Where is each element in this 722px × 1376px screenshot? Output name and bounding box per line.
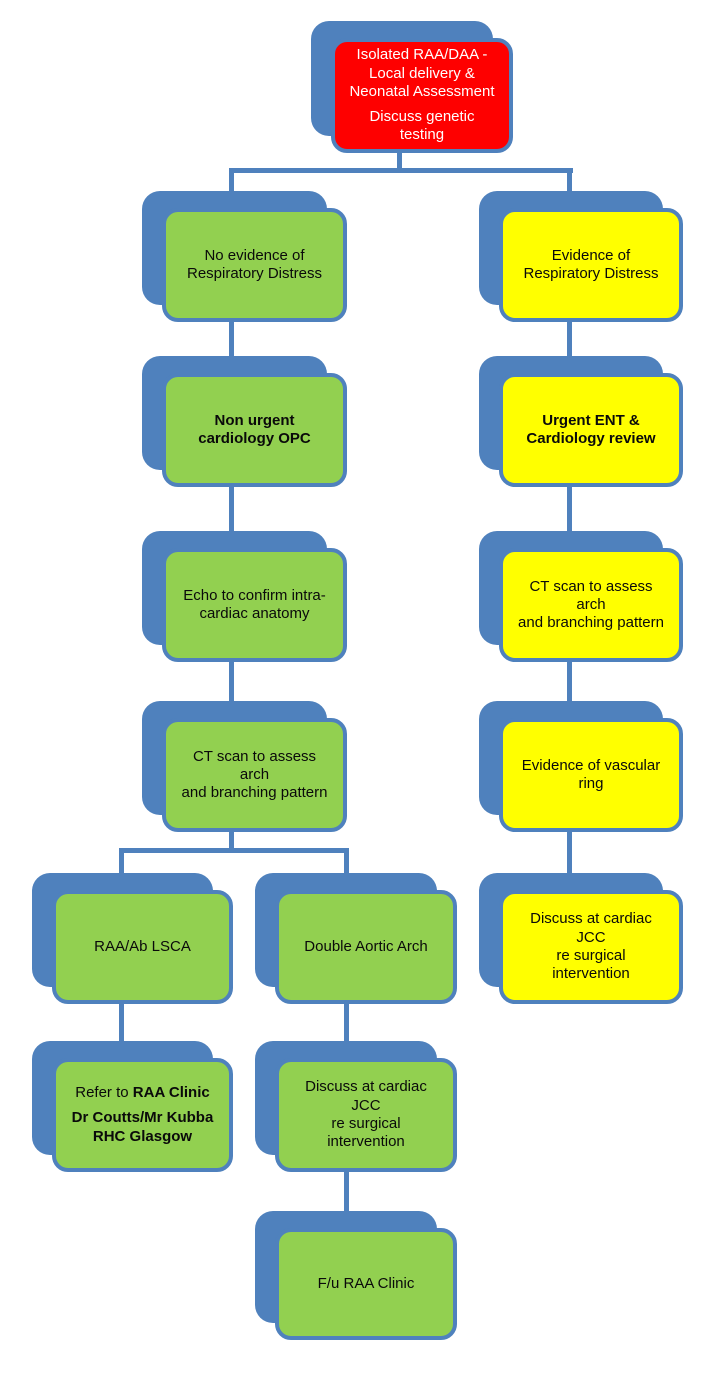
connector-ct-split-horizontal	[119, 848, 349, 853]
node-face: Evidence of Respiratory Distress	[499, 208, 683, 322]
connector-root-split-horizontal	[230, 168, 573, 173]
node-face: No evidence of Respiratory Distress	[162, 208, 347, 322]
node-no-evidence-respiratory-distress: No evidence of Respiratory Distress	[142, 191, 347, 322]
node-label: Urgent ENT & Cardiology review	[526, 411, 656, 447]
node-label: Double Aortic Arch	[304, 937, 428, 955]
node-face: CT scan to assess arch and branching pat…	[162, 718, 347, 832]
node-label: Evidence of Respiratory Distress	[523, 246, 659, 282]
node-refer-raa-clinic: Refer to RAA Clinic Dr Coutts/Mr Kubba R…	[32, 1041, 233, 1172]
connector-root-to-right	[567, 168, 572, 194]
node-label: No evidence of Respiratory Distress	[186, 246, 323, 282]
connector-right-4-5	[567, 830, 572, 876]
node-label: CT scan to assess arch and branching pat…	[518, 577, 664, 632]
node-echo-confirm-intracardiac: Echo to confirm intra- cardiac anatomy	[142, 531, 347, 662]
node-isolated-raa-daa: Isolated RAA/DAA - Local delivery & Neon…	[311, 21, 513, 153]
node-face: Discuss at cardiac JCC re surgical inter…	[499, 890, 683, 1004]
node-label: Non urgent cardiology OPC	[198, 411, 311, 447]
node-label: Echo to confirm intra- cardiac anatomy	[183, 586, 326, 622]
node-ct-scan-right: CT scan to assess arch and branching pat…	[479, 531, 683, 662]
connector-root-to-left	[229, 168, 234, 194]
node-discuss-cardiac-jcc-middle: Discuss at cardiac JCC re surgical inter…	[255, 1041, 457, 1172]
node-face: CT scan to assess arch and branching pat…	[499, 548, 683, 662]
connector-left-2-3	[229, 485, 234, 534]
node-face: Discuss at cardiac JCC re surgical inter…	[275, 1058, 457, 1172]
connector-ct-to-daa	[344, 848, 349, 876]
node-face: F/u RAA Clinic	[275, 1228, 457, 1340]
node-face: RAA/Ab LSCA	[52, 890, 233, 1004]
node-face: Double Aortic Arch	[275, 890, 457, 1004]
connector-right-1-2	[567, 320, 572, 360]
node-label: Discuss at cardiac JCC re surgical inter…	[305, 1078, 427, 1151]
node-sublabel: Dr Coutts/Mr Kubba RHC Glasgow	[71, 1109, 214, 1145]
connector-lsca-refer	[119, 1002, 124, 1044]
node-face: Urgent ENT & Cardiology review	[499, 373, 683, 487]
node-evidence-respiratory-distress: Evidence of Respiratory Distress	[479, 191, 683, 322]
node-urgent-ent-cardiology-review: Urgent ENT & Cardiology review	[479, 356, 683, 487]
node-face: Isolated RAA/DAA - Local delivery & Neon…	[331, 38, 513, 153]
connector-root-stub	[397, 150, 402, 173]
connector-left-1-2	[229, 320, 234, 360]
node-evidence-vascular-ring: Evidence of vascular ring	[479, 701, 683, 832]
node-face: Evidence of vascular ring	[499, 718, 683, 832]
node-face: Non urgent cardiology OPC	[162, 373, 347, 487]
node-sublabel: Discuss genetic testing	[369, 108, 475, 144]
node-label: RAA/Ab LSCA	[94, 937, 191, 955]
node-double-aortic-arch: Double Aortic Arch	[255, 873, 457, 1004]
node-face: Echo to confirm intra- cardiac anatomy	[162, 548, 347, 662]
refer-clinic-name: RAA Clinic	[132, 1084, 210, 1102]
node-label: Discuss at cardiac JCC re surgical inter…	[530, 910, 652, 983]
node-label: F/u RAA Clinic	[317, 1274, 415, 1292]
connector-jcc-fu	[344, 1170, 349, 1214]
node-non-urgent-cardiology-opc: Non urgent cardiology OPC	[142, 356, 347, 487]
node-label: Refer to RAA Clinic	[75, 1084, 209, 1102]
node-label: CT scan to assess arch and branching pat…	[181, 747, 328, 802]
node-label: Evidence of vascular ring	[521, 756, 661, 792]
node-fu-raa-clinic: F/u RAA Clinic	[255, 1211, 457, 1340]
node-raa-ab-lsca: RAA/Ab LSCA	[32, 873, 233, 1004]
connector-right-3-4	[567, 660, 572, 704]
refer-prefix: Refer to	[75, 1084, 129, 1102]
connector-ct-stub	[229, 830, 234, 853]
connector-daa-jcc	[344, 1002, 349, 1044]
node-label: Isolated RAA/DAA - Local delivery & Neon…	[349, 46, 495, 100]
node-ct-scan-left: CT scan to assess arch and branching pat…	[142, 701, 347, 832]
node-face: Refer to RAA Clinic Dr Coutts/Mr Kubba R…	[52, 1058, 233, 1172]
node-discuss-cardiac-jcc-right: Discuss at cardiac JCC re surgical inter…	[479, 873, 683, 1004]
connector-left-3-4	[229, 660, 234, 704]
connector-right-2-3	[567, 485, 572, 534]
connector-ct-to-lsca	[119, 848, 124, 876]
